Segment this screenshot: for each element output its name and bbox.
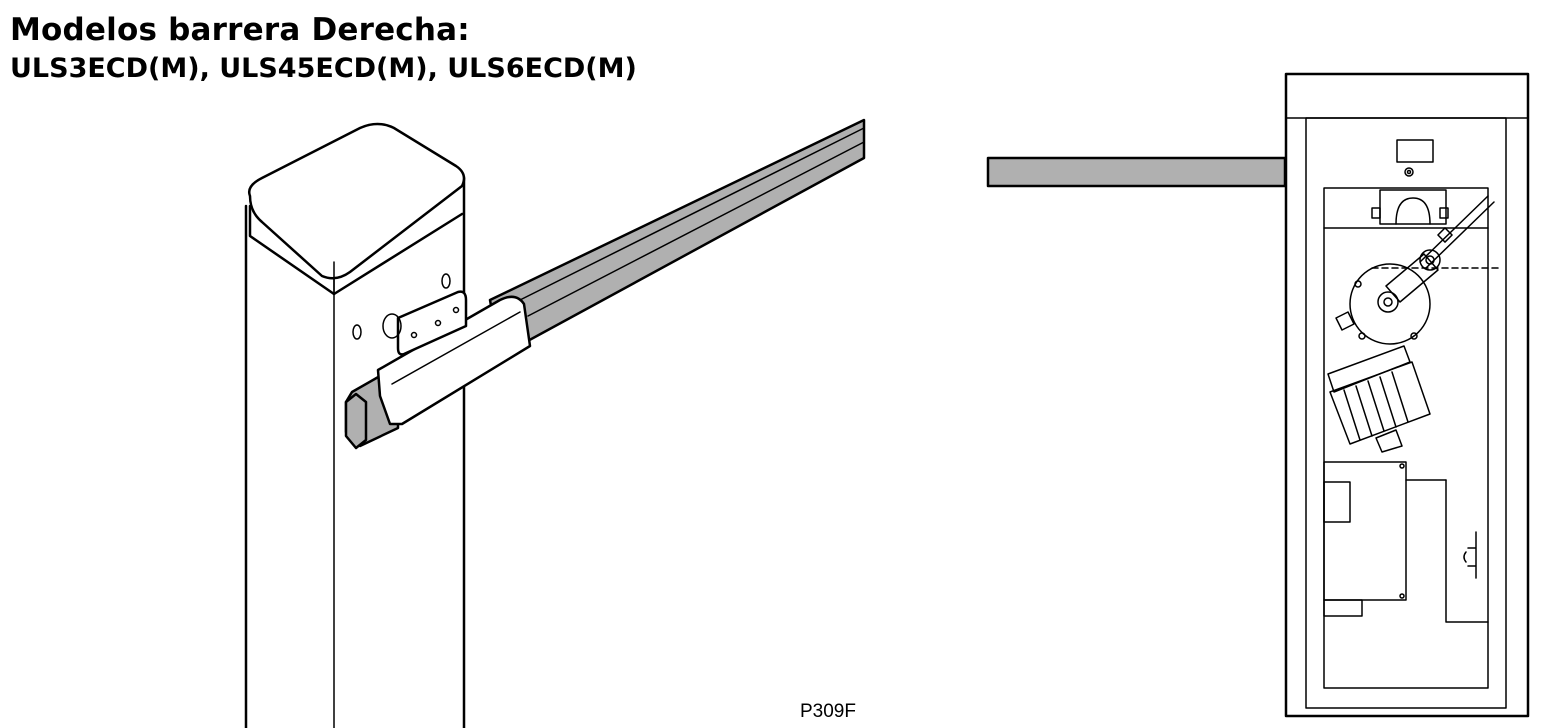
lever-pivot <box>1419 249 1441 271</box>
beam-stub-face <box>344 392 368 450</box>
post-cap-front-edge <box>248 204 336 296</box>
control-board-foot <box>1323 599 1363 617</box>
barrier-cabinet-front <box>986 72 1530 718</box>
models-subtitle: ULS3ECD(M), ULS45ECD(M), ULS6ECD(M) <box>10 53 637 84</box>
lever-pivot-inner <box>1425 255 1435 265</box>
motor-fin-4 <box>1379 376 1397 428</box>
mount-bracket <box>1379 189 1447 225</box>
gearbox-hub-inner <box>1383 297 1393 307</box>
cabinet-inner <box>1305 117 1507 709</box>
top-bolt <box>1404 167 1414 177</box>
figure-code: P309F <box>800 701 856 722</box>
mount-bolt-right <box>1439 207 1449 219</box>
page-title: Modelos barrera Derecha: <box>10 12 470 48</box>
top-label-box <box>1396 139 1434 163</box>
motor-body <box>1329 361 1431 445</box>
spring-arm <box>1419 195 1489 263</box>
control-board <box>1323 461 1407 601</box>
post-hole-front <box>352 324 362 340</box>
hub-bolt-3 <box>452 306 460 314</box>
post-cap-side-edge <box>332 212 464 296</box>
control-board-screw-1 <box>1399 463 1405 469</box>
beam-groove-2 <box>527 141 865 317</box>
barrier-post-perspective <box>244 118 866 728</box>
arm-end <box>1437 227 1453 243</box>
spring-arm-2 <box>1425 201 1495 269</box>
beam-clamp-fold <box>391 311 521 385</box>
gearbox-hub <box>1377 291 1399 313</box>
post-cap-top <box>248 122 466 280</box>
gearbox-bolt-2 <box>1410 332 1418 340</box>
hub-bolt-2 <box>434 319 442 327</box>
gearbox-clamp <box>1335 311 1355 331</box>
mount-arch <box>1395 197 1431 225</box>
cabinet-bay <box>1323 187 1489 689</box>
cabinet-outer <box>1284 72 1530 718</box>
top-bolt-inner <box>1406 169 1412 175</box>
side-channel <box>1445 479 1489 623</box>
control-board-tab <box>1323 481 1351 523</box>
gearbox-disc <box>1349 263 1431 345</box>
side-connector <box>1463 531 1477 579</box>
motor-fin-2 <box>1355 385 1373 437</box>
title-block: Modelos barrera Derecha: ULS3ECD(M), ULS… <box>10 10 637 88</box>
motor-shaft-end <box>1375 429 1403 453</box>
gearbox-bolt-1 <box>1358 332 1366 340</box>
post-hole-side <box>441 273 451 289</box>
motor-fin-3 <box>1367 380 1385 432</box>
gearbox-bolt-3 <box>1354 280 1362 288</box>
mount-bolt-left <box>1371 207 1381 219</box>
lever-body <box>1385 253 1439 303</box>
beam-groove-1 <box>519 127 865 301</box>
motor-fin-5 <box>1391 371 1409 423</box>
hub-bolt-1 <box>410 331 418 339</box>
hub-plate <box>396 290 468 356</box>
motor-fin-1 <box>1343 389 1361 441</box>
beam-side <box>986 156 1287 188</box>
control-board-screw-2 <box>1399 593 1405 599</box>
hub-shaft <box>382 313 402 339</box>
